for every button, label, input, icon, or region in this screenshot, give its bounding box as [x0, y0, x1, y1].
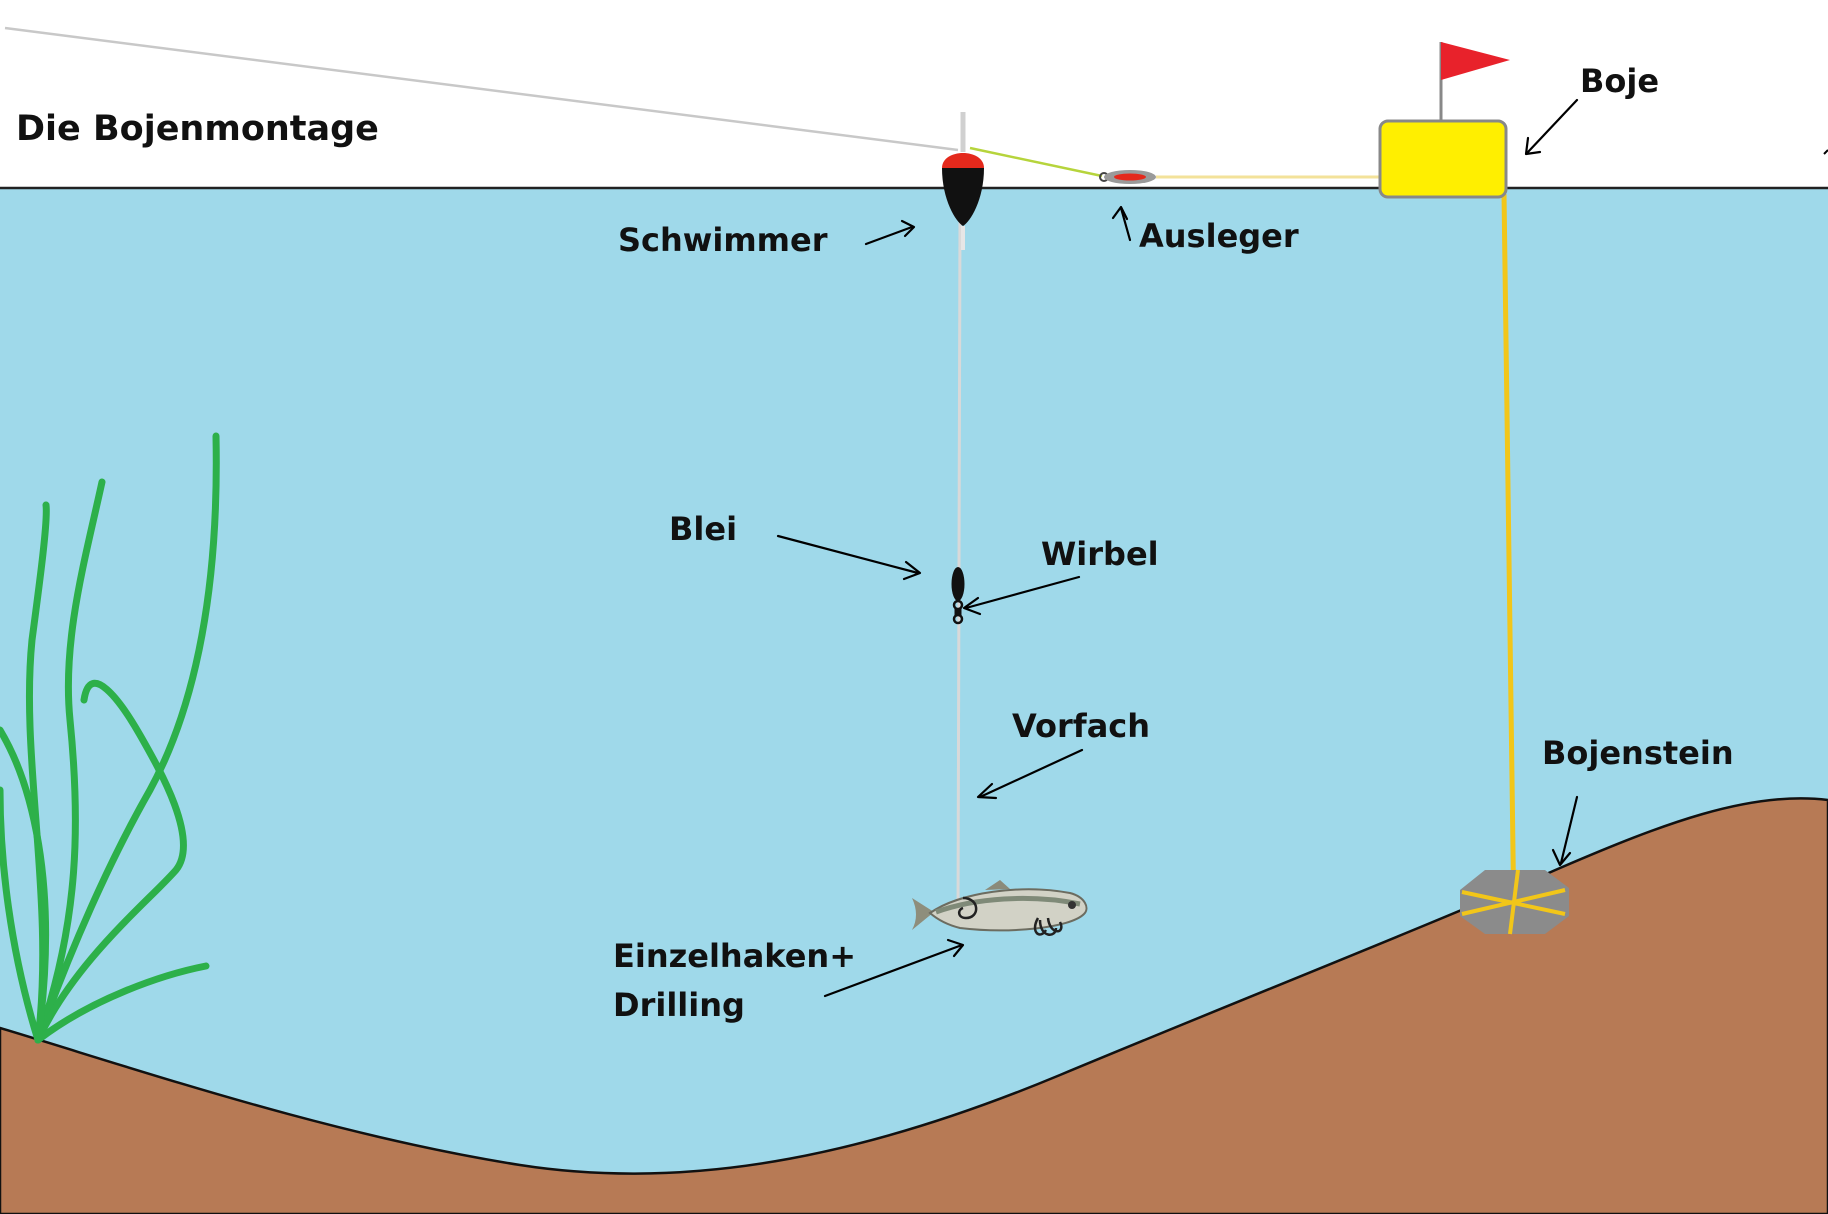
arrow-bojenstein: [1551, 795, 1579, 867]
swivel-wirbel: [952, 599, 964, 625]
label-vorfach: Vorfach: [1012, 707, 1150, 745]
diagram-title: Die Bojenmontage: [16, 109, 379, 149]
lead-weight-blei: [951, 567, 965, 601]
treble-hook-icon: [1033, 917, 1063, 936]
buoy-boje: [1378, 119, 1508, 199]
label-haken-line1: Einzelhaken+: [613, 937, 856, 975]
single-hook-icon: [957, 896, 978, 920]
label-schwimmer: Schwimmer: [618, 221, 828, 259]
arrow-boje: [1524, 98, 1579, 156]
arrow-schwimmer: [864, 219, 916, 246]
main-line: [4, 26, 959, 152]
label-blei: Blei: [669, 510, 737, 548]
label-ausleger: Ausleger: [1139, 217, 1299, 255]
outrigger-ausleger: [1099, 170, 1156, 184]
flag-icon: [1439, 42, 1510, 122]
edge-mark: [1823, 149, 1828, 155]
water-weed: [0, 432, 220, 1044]
label-haken-line2: Drilling: [613, 986, 745, 1024]
float-schwimmer: [942, 153, 984, 250]
arrow-haken: [823, 938, 965, 998]
label-boje: Boje: [1580, 62, 1659, 100]
float-to-outrigger-line: [969, 146, 1103, 178]
arrow-vorfach: [976, 748, 1084, 800]
label-bojenstein: Bojenstein: [1542, 734, 1734, 772]
buoy-rope: [1501, 193, 1517, 926]
arrow-blei: [776, 534, 922, 581]
arrow-wirbel: [962, 575, 1081, 616]
label-wirbel: Wirbel: [1041, 535, 1159, 573]
arrow-ausleger: [1111, 205, 1132, 242]
seabed: [0, 797, 1828, 1214]
buoy-stone-bojenstein: [1460, 869, 1569, 935]
